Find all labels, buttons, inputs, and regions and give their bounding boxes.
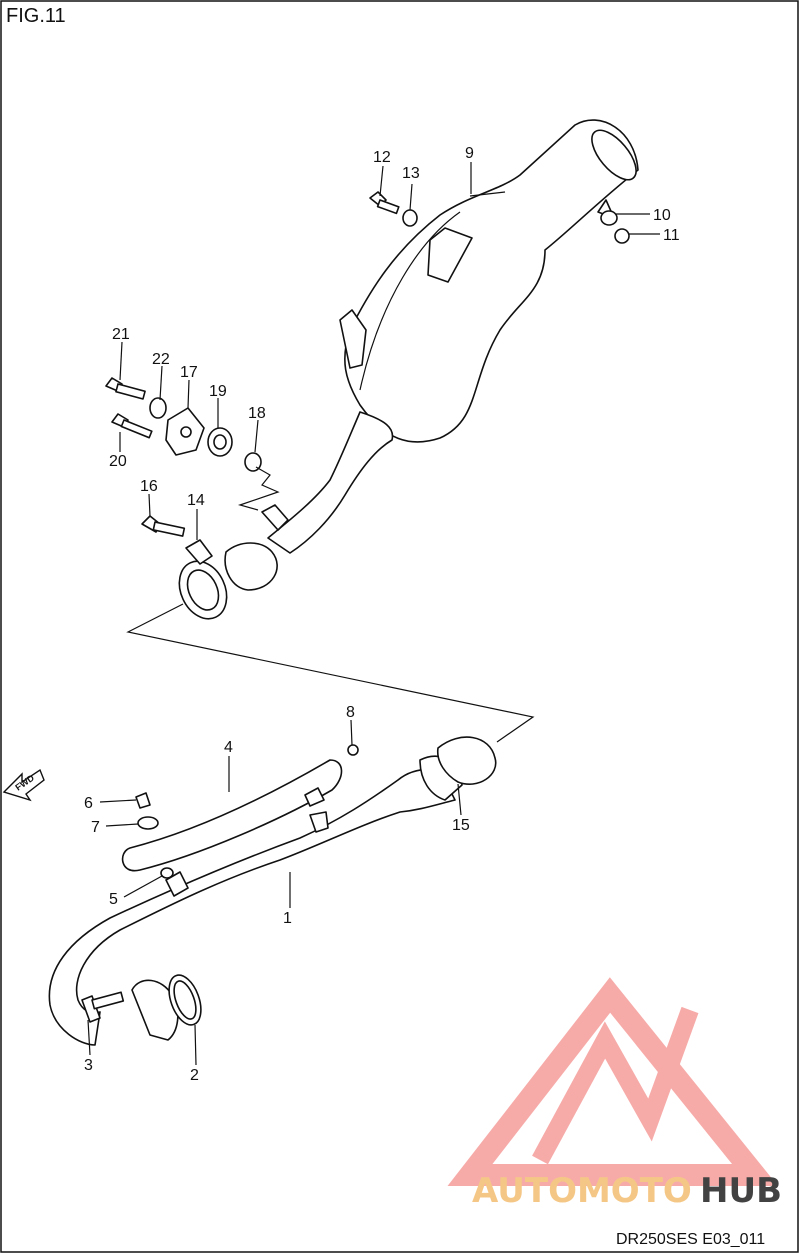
callout-8: 8 [346,704,355,721]
connector-lines [126,466,535,743]
callout-22: 22 [152,351,170,368]
callout-17: 17 [180,364,198,381]
leader-lines [87,162,660,1066]
callout-21: 21 [112,326,130,343]
callout-4: 4 [224,739,233,756]
rear-pipe [178,411,394,620]
fwd-arrow-icon: FWD [2,768,45,802]
callout-1: 1 [283,910,292,927]
callout-14: 14 [187,492,205,509]
callout-16: 16 [140,478,158,495]
muffler [339,119,639,443]
callout-7: 7 [91,819,100,836]
watermark-text-hub: HUB [700,1171,782,1211]
callout-12: 12 [373,149,391,166]
callout-10: 10 [653,207,671,224]
callout-11: 11 [663,227,680,244]
callout-18: 18 [248,405,266,422]
callout-13: 13 [402,165,420,182]
callout-2: 2 [190,1067,199,1084]
callout-5: 5 [109,891,118,908]
callout-6: 6 [84,795,93,812]
mounting-hardware [105,191,630,537]
heat-shield [121,744,359,879]
callout-9: 9 [465,145,474,162]
callouts: 1 2 3 4 5 6 7 8 9 10 11 12 13 14 15 16 1… [84,145,680,1084]
exhaust-pipe [48,736,497,1046]
watermark-triangle-icon [447,977,778,1186]
callout-20: 20 [109,453,127,470]
figure-label: FIG.11 [6,5,66,27]
callout-19: 19 [209,383,227,400]
callout-3: 3 [84,1057,93,1074]
watermark-m-icon [532,1006,699,1165]
callout-15: 15 [452,817,470,834]
watermark-logo: AUTOMOTO HUB [447,977,782,1211]
drawing-code: DR250SES E03_011 [616,1231,765,1248]
watermark-text-automoto: AUTOMOTO [472,1171,692,1211]
